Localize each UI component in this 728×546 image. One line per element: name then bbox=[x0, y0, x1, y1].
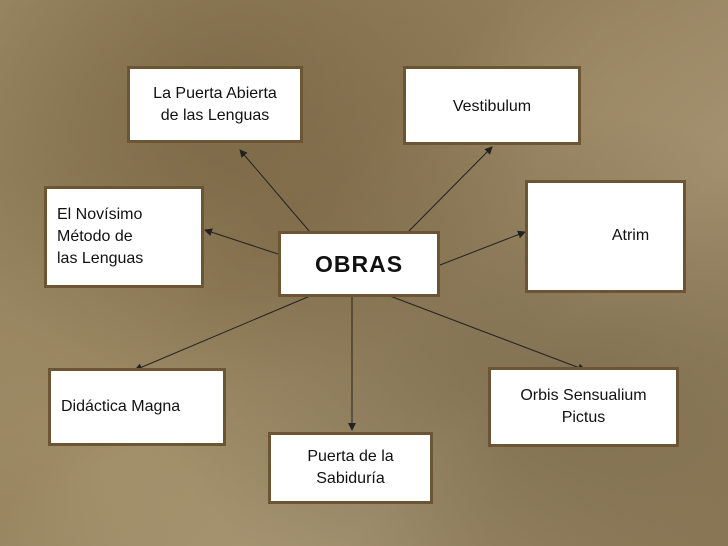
arrow-to-vestibulum bbox=[407, 146, 493, 233]
node-atrim-label: Atrim bbox=[611, 227, 650, 244]
node-novisimo: El Novísimo Método de las Lenguas bbox=[44, 186, 204, 288]
node-orbis-label: Orbis Sensualium Pictus bbox=[520, 387, 647, 426]
node-puerta-sabiduria-label: Puerta de la Sabiduría bbox=[307, 448, 394, 487]
node-vestibulum-label: Vestibulum bbox=[452, 98, 532, 115]
arrow-to-atrim bbox=[439, 230, 526, 266]
node-puerta-abierta: La Puerta Abierta de las Lenguas bbox=[127, 66, 303, 143]
arrow-to-orbis bbox=[389, 295, 586, 372]
node-atrim: Atrim bbox=[525, 180, 686, 293]
arrow-to-novisimo bbox=[204, 228, 279, 255]
node-novisimo-label: El Novísimo Método de las Lenguas bbox=[57, 206, 144, 267]
node-obras-label: OBRAS bbox=[314, 251, 404, 277]
node-puerta-abierta-label: La Puerta Abierta de las Lenguas bbox=[153, 84, 277, 124]
node-didactica: Didáctica Magna bbox=[48, 368, 226, 446]
node-obras: OBRAS bbox=[278, 231, 440, 297]
node-vestibulum: Vestibulum bbox=[403, 66, 581, 145]
node-puerta-sabiduria: Puerta de la Sabiduría bbox=[268, 432, 433, 504]
arrow-to-didactica bbox=[134, 295, 311, 371]
node-didactica-label: Didáctica Magna bbox=[61, 398, 181, 415]
node-orbis: Orbis Sensualium Pictus bbox=[488, 367, 679, 447]
arrow-to-puerta-abierta bbox=[239, 149, 311, 233]
